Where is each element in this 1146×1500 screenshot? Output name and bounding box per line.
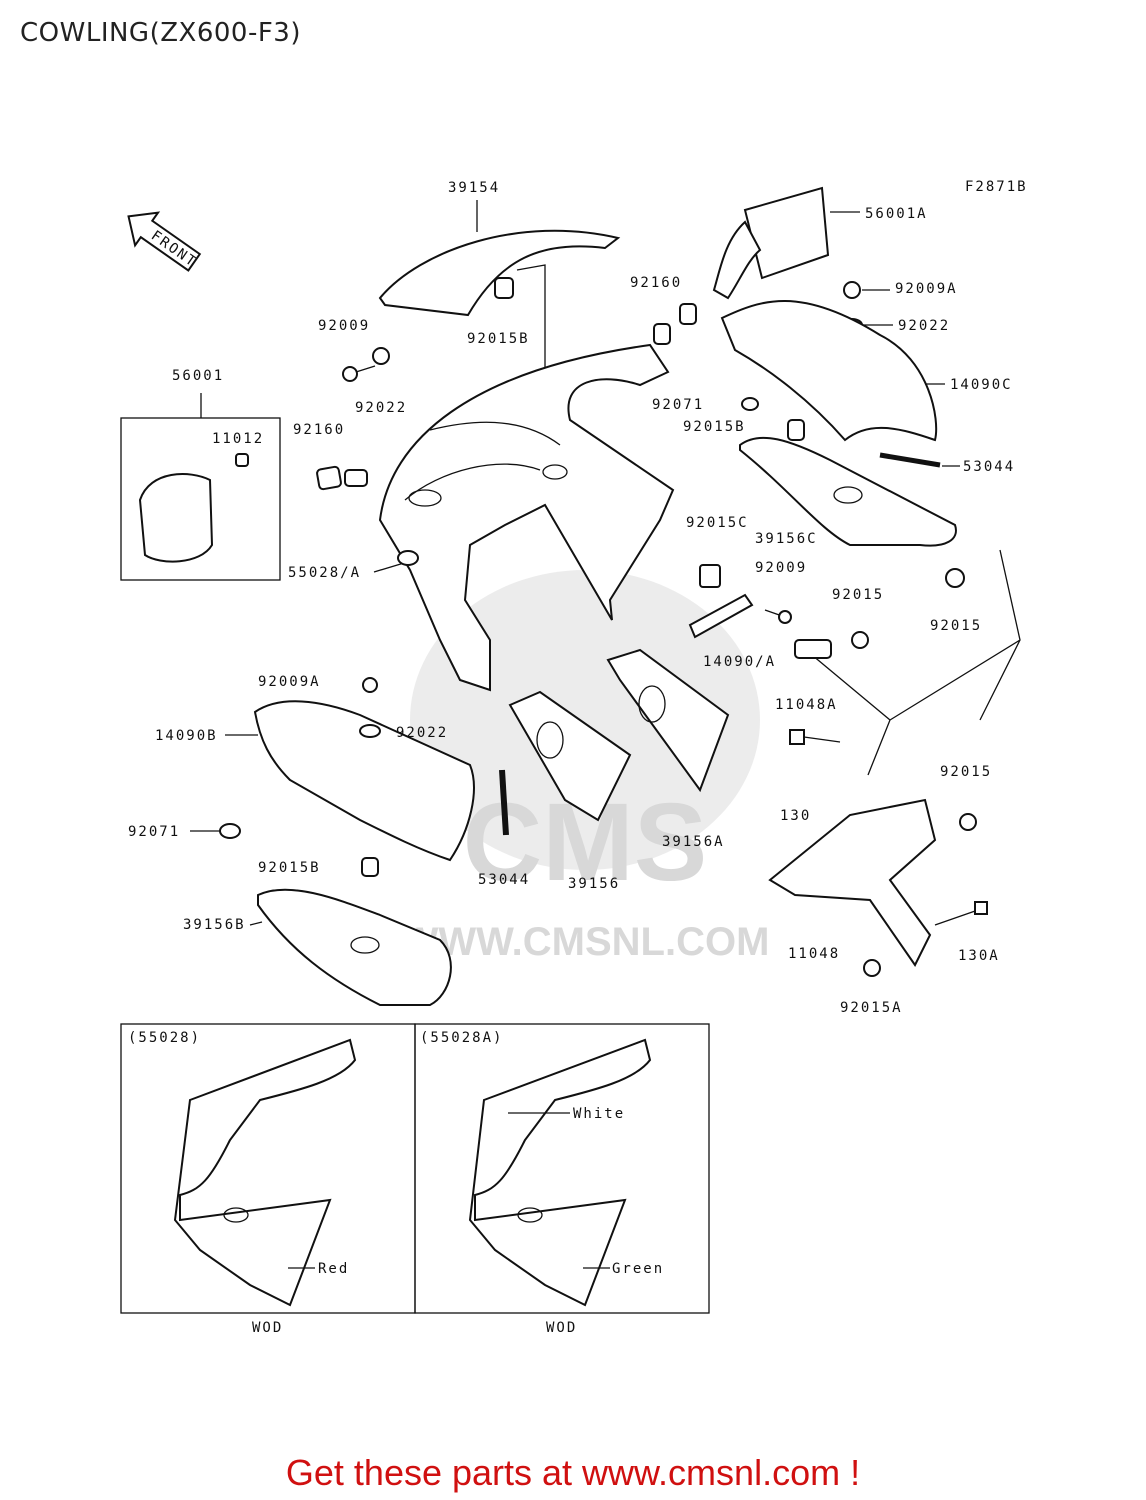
nut-92015-low <box>959 813 977 831</box>
label-130: 130 <box>780 808 811 824</box>
label-11012: 11012 <box>212 431 264 447</box>
label-14090c: 14090C <box>950 377 1013 393</box>
panel-39156 <box>508 690 632 822</box>
stay-11048a-clamp <box>794 639 832 659</box>
label-11048a: 11048A <box>775 697 838 713</box>
label-130a: 130A <box>958 948 1000 964</box>
front-arrow-icon: FRONT <box>127 211 202 272</box>
variant-extra-note: White <box>573 1106 625 1122</box>
panel-39156c <box>739 436 957 547</box>
screw-92009a-low <box>362 677 378 693</box>
label-39156b: 39156B <box>183 917 246 933</box>
page-title: COWLING(ZX600-F3) <box>20 18 301 48</box>
screw-92009-mid <box>778 610 792 624</box>
windshield-39154 <box>378 229 621 317</box>
upper-cowling <box>378 343 675 692</box>
bolt-130 <box>789 729 805 745</box>
promo-banner[interactable]: Get these parts at www.cmsnl.com ! <box>285 1452 861 1493</box>
watermark: CMS WWW.CMSNL.COM <box>401 570 770 964</box>
label-92071-top: 92071 <box>652 397 704 413</box>
label-92015b-low: 92015B <box>258 860 321 876</box>
label-39156c: 39156C <box>755 531 818 547</box>
label-39156a: 39156A <box>662 834 725 850</box>
nut-92015a <box>863 959 881 977</box>
label-92015-right: 92015 <box>930 618 982 634</box>
panel-39156b <box>257 888 452 1006</box>
label-92022-low: 92022 <box>396 725 448 741</box>
label-55028a: 55028/A <box>288 565 361 581</box>
label-92009a-top: 92009A <box>895 281 958 297</box>
variant-code: (55028) <box>128 1030 201 1046</box>
nut-92015-mid <box>851 631 869 649</box>
grommet-92015b-mid <box>787 419 805 441</box>
label-92022-left: 92022 <box>355 400 407 416</box>
grommet-92015b-low <box>361 857 379 877</box>
mirror-56001a <box>743 186 830 280</box>
label-56001a: 56001A <box>865 206 928 222</box>
bracket-92015c <box>699 564 721 588</box>
variant-footer: WOD <box>252 1320 283 1336</box>
washer-92022 <box>372 347 390 365</box>
variant-code: (55028A) <box>420 1030 503 1046</box>
inner-panel-14090b <box>253 700 475 862</box>
label-92071-low: 92071 <box>128 824 180 840</box>
variant-color-note: Green <box>612 1261 664 1277</box>
label-92015b-mid: 92015B <box>683 419 746 435</box>
bracket-14090a <box>688 593 754 639</box>
label-53044-right: 53044 <box>963 459 1015 475</box>
label-14090b: 14090B <box>155 728 218 744</box>
plate-92160-left <box>316 465 342 491</box>
variant-box-55028a: (55028A) White Green WOD <box>414 1023 710 1336</box>
label-92015a: 92015A <box>840 1000 903 1016</box>
label-53044-low: 53044 <box>478 872 530 888</box>
parts-diagram: CMS WWW.CMSNL.COM F2871B FRONT 39154 920… <box>120 179 1028 1336</box>
screw-92009 <box>342 366 358 382</box>
panel-39156a <box>606 648 730 793</box>
label-92022-right: 92022 <box>898 318 950 334</box>
label-39154: 39154 <box>448 180 500 196</box>
clip-92071-top <box>741 397 759 411</box>
label-92015b-top: 92015B <box>467 331 530 347</box>
plate-92160-top <box>653 323 671 345</box>
clip-92071-low <box>219 823 241 839</box>
label-92009-mid: 92009 <box>755 560 807 576</box>
grommet-92015b <box>494 277 514 299</box>
figure-code: F2871B <box>965 179 1028 195</box>
label-92009-left: 92009 <box>318 318 370 334</box>
variant-cowl-55028a <box>468 1038 652 1307</box>
variant-box-55028: (55028) Red WOD <box>120 1023 416 1336</box>
label-11048: 11048 <box>788 946 840 962</box>
inner-panel-14090c <box>720 300 938 442</box>
mirror-56001 <box>138 473 214 563</box>
variant-color-note: Red <box>318 1261 349 1277</box>
nut-92015-right <box>945 568 965 588</box>
watermark-url: WWW.CMSNL.COM <box>401 920 770 964</box>
label-92009a-low: 92009A <box>258 674 321 690</box>
label-39156: 39156 <box>568 876 620 892</box>
label-56001: 56001 <box>172 368 224 384</box>
label-92015-mid: 92015 <box>832 587 884 603</box>
label-92015-low: 92015 <box>940 764 992 780</box>
washer-92022-low <box>359 724 381 738</box>
plate-92160-left-b <box>344 469 368 487</box>
label-92160-top: 92160 <box>630 275 682 291</box>
bolt-130a <box>974 901 988 915</box>
label-92015c: 92015C <box>686 515 749 531</box>
variant-footer: WOD <box>546 1320 577 1336</box>
stay-11048 <box>768 798 937 967</box>
variant-cowl-55028 <box>173 1038 357 1307</box>
label-14090a: 14090/A <box>703 654 776 670</box>
label-92160-left: 92160 <box>293 422 345 438</box>
screw-92009a-top <box>843 281 861 299</box>
